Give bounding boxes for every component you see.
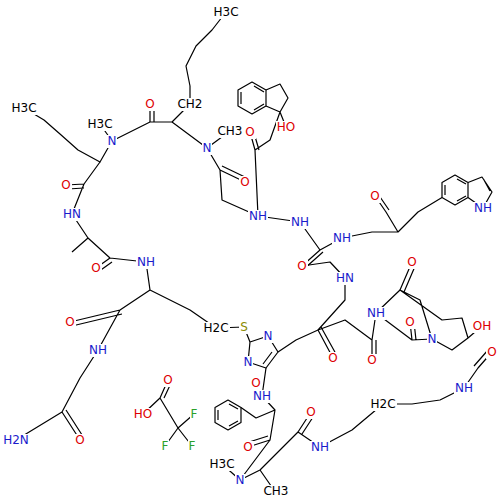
atom-label: O [296, 260, 307, 273]
atom-label: O [369, 190, 380, 203]
atom-label: N [263, 330, 274, 343]
atom-label: O [74, 434, 85, 447]
atom-label: NH [88, 344, 108, 357]
atom-label: NH [366, 307, 386, 320]
atom-label: OH [472, 320, 492, 333]
atom-label: O [64, 316, 75, 329]
atom-label: NH [310, 441, 330, 454]
atom-label: N [243, 356, 254, 369]
atom-label: NH [473, 202, 493, 215]
atom-label: F [188, 440, 197, 453]
atom-label: O [305, 406, 316, 419]
atom-label: O [144, 98, 155, 111]
atom-label: H3C [86, 118, 113, 131]
atom-label: O [162, 374, 173, 387]
atom-label: N [202, 142, 213, 155]
atom-label: N [427, 333, 438, 346]
atom-label: O [250, 377, 261, 390]
atom-label: NH [332, 232, 352, 245]
atom-label: O [242, 441, 253, 454]
atom-label: O [486, 346, 497, 359]
atom-label: HO [276, 121, 296, 134]
atom-label: O [327, 352, 338, 365]
atom-label: F [161, 440, 170, 453]
atom-label: NH [252, 390, 272, 403]
atom-label: CH2 [176, 98, 203, 111]
atom-label: HN [335, 272, 355, 285]
atom-label: O [244, 126, 255, 139]
atom-label: H2N [2, 434, 30, 447]
atom-label: NH [136, 256, 156, 269]
atom-label: H3C [10, 102, 37, 115]
atom-label: H3C [212, 6, 239, 19]
atom-label: H3C [208, 458, 235, 471]
atom-label: N [107, 135, 118, 148]
atom-label: NH [290, 216, 310, 229]
atom-label: S [239, 321, 249, 334]
atom-label: H2C [202, 322, 229, 335]
atom-label: HO [133, 408, 153, 421]
atom-label: CH3 [216, 125, 243, 138]
atom-label: NH [248, 210, 268, 223]
atom-label: N [235, 474, 246, 487]
atom-label: CH3 [262, 485, 289, 498]
atom-label: O [366, 354, 377, 367]
atom-label: O [90, 262, 101, 275]
atom-label: O [406, 256, 417, 269]
atom-label: O [239, 176, 250, 189]
atom-label: HN [62, 208, 82, 221]
atom-label: NH [454, 382, 474, 395]
atom-label: F [190, 408, 199, 421]
atom-label: H2C [369, 398, 396, 411]
atom-label: O [404, 316, 415, 329]
atom-label: O [60, 179, 71, 192]
